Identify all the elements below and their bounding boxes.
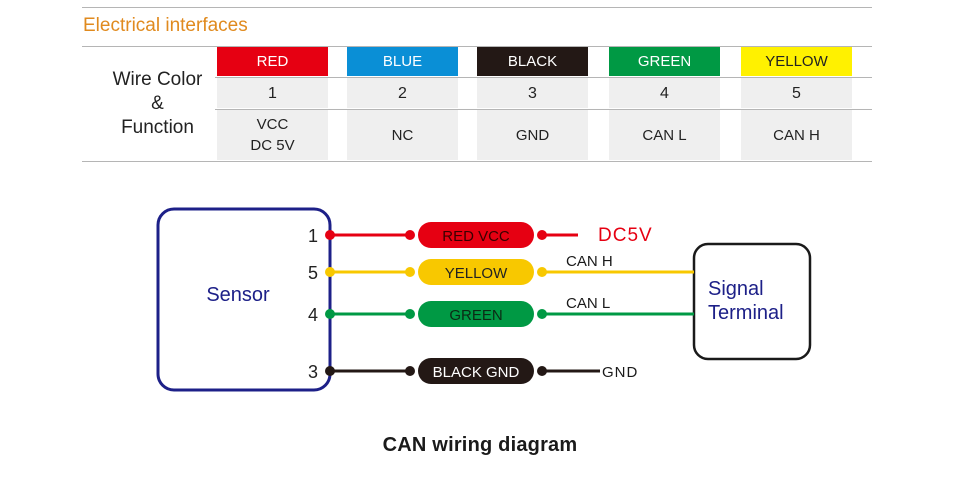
sensor-pin-dot: [325, 230, 335, 240]
pin-label: 1: [308, 226, 318, 246]
diagram-caption: CAN wiring diagram: [382, 434, 578, 456]
wire-color-header: GREEN: [609, 47, 720, 76]
row-label-line-1: Wire Color: [112, 69, 203, 90]
connector-dot-left: [405, 267, 415, 277]
sensor-pin-dot: [325, 309, 335, 319]
pin-number-cell: 2: [347, 78, 458, 108]
wire-label-text: RED VCC: [442, 228, 510, 245]
pin-number-cell: 5: [741, 78, 852, 108]
sensor-label: Sensor: [206, 284, 270, 306]
function-cell: CAN L: [609, 110, 720, 160]
wire-color-header: BLACK: [477, 47, 588, 76]
wire-label-text: GREEN: [449, 307, 502, 324]
signal-terminal-box: [692, 242, 812, 361]
row-label: Wire Color & Function: [100, 68, 215, 140]
table-row-rule-1: [215, 77, 872, 78]
sensor-pin-dot: [325, 267, 335, 277]
wire-color-header: BLUE: [347, 47, 458, 76]
pin-number-cell: 4: [609, 78, 720, 108]
sensor-pin-dot: [325, 366, 335, 376]
wire-label-pill: [418, 222, 534, 248]
power-end-label: DC5V: [598, 225, 653, 246]
connector-dot-left: [405, 309, 415, 319]
wire-label-pill: [418, 259, 534, 285]
pin-number-cell: 3: [477, 78, 588, 108]
signal-terminal-label: Signal Terminal: [708, 278, 784, 324]
section-title: Electrical interfaces: [83, 15, 248, 36]
wire-label-pill: [418, 358, 534, 384]
sensor-box: [156, 207, 332, 392]
pin-label: 5: [308, 263, 318, 283]
function-cell: GND: [477, 110, 588, 160]
pin-number-cell: 1: [217, 78, 328, 108]
pin-label: 4: [308, 305, 318, 325]
function-cell: VCC DC 5V: [217, 110, 328, 160]
wire-color-header: RED: [217, 47, 328, 76]
table-top-rule: [82, 46, 872, 47]
table-row-rule-2: [215, 109, 872, 110]
row-label-line-3: Function: [121, 117, 194, 138]
connector-dot-left: [405, 366, 415, 376]
connector-dot-left: [405, 230, 415, 240]
signal-end-label: CAN H: [566, 253, 613, 270]
wire-label-pill: [418, 301, 534, 327]
wire-label-text: BLACK GND: [433, 364, 520, 381]
top-rule: [82, 7, 872, 8]
signal-end-label: CAN L: [566, 295, 610, 312]
wire-color-header: YELLOW: [741, 47, 852, 76]
wire-group: 1 RED VCC DC5V 5 YELLOW CAN H 4 GREEN CAN L 3 BLAC…: [308, 222, 694, 384]
function-cell: NC: [347, 110, 458, 160]
wire-label-text: YELLOW: [445, 265, 508, 282]
function-cell: CAN H: [741, 110, 852, 160]
ground-end-label: GND: [602, 364, 638, 381]
pin-label: 3: [308, 362, 318, 382]
table-bottom-rule: [82, 161, 872, 162]
row-label-line-2: &: [151, 93, 164, 114]
